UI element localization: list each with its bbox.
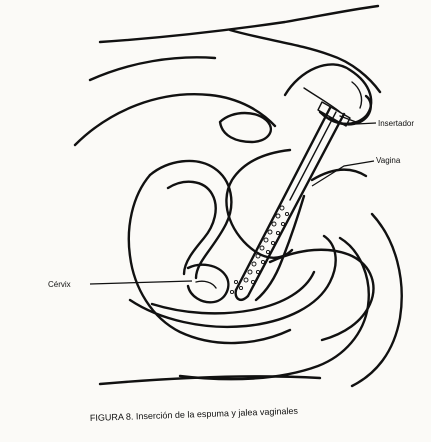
- insertador-label: Insertador: [378, 119, 414, 128]
- cervix-leader: [90, 281, 192, 284]
- foam-dot: [260, 246, 264, 250]
- abdomen-line: [75, 94, 275, 145]
- hand-illustration: [100, 6, 380, 124]
- foam-dot: [234, 280, 237, 283]
- leader-lines: [90, 123, 376, 284]
- vaginal-wall-right: [256, 196, 304, 300]
- applicator: [236, 102, 356, 300]
- foam-dots: [230, 206, 288, 294]
- hand-top-outline: [230, 30, 380, 92]
- uterus-inner: [168, 182, 216, 274]
- thumb-outline: [285, 64, 371, 123]
- foam-dot: [281, 222, 284, 225]
- uterus-outer: [150, 161, 231, 278]
- foam-dot: [239, 286, 242, 289]
- foam-dot: [261, 260, 264, 263]
- vagina-label: Vagina: [376, 156, 401, 165]
- foam-dot: [266, 250, 269, 253]
- foam-dot: [252, 262, 256, 266]
- upper-back-line: [90, 57, 215, 80]
- foam-dot: [272, 222, 276, 226]
- foam-dot: [264, 238, 268, 242]
- right-body-line: [312, 170, 366, 180]
- applicator-inner-rod: [290, 112, 336, 200]
- foam-dot: [230, 290, 233, 293]
- thumb-nail: [352, 82, 362, 108]
- foam-dot: [285, 212, 288, 215]
- foam-dot: [271, 241, 274, 244]
- bladder-wall-outer: [226, 150, 292, 258]
- cervix-os: [196, 281, 216, 288]
- bottom-line: [100, 376, 320, 384]
- foam-dot: [276, 214, 280, 218]
- body-outline: [75, 57, 402, 386]
- foam-dot: [268, 230, 272, 234]
- thigh-back: [352, 214, 402, 386]
- foam-dot: [280, 206, 284, 210]
- pubic-bone: [220, 113, 271, 142]
- applicator-barrel-top: [236, 108, 330, 290]
- cervix-label: Cérvix: [48, 280, 71, 289]
- figure-caption: FIGURA 8. Inserción de la espuma y jalea…: [90, 406, 299, 423]
- arm-outline: [100, 6, 378, 42]
- vagina-leader: [312, 161, 374, 186]
- foam-dot: [244, 278, 248, 282]
- posterior-wall: [129, 175, 290, 343]
- applicator-tip: [236, 290, 248, 300]
- foam-dot: [248, 270, 252, 274]
- cervix-shape: [188, 265, 228, 303]
- foam-dot: [256, 270, 259, 273]
- foam-dot: [276, 231, 279, 234]
